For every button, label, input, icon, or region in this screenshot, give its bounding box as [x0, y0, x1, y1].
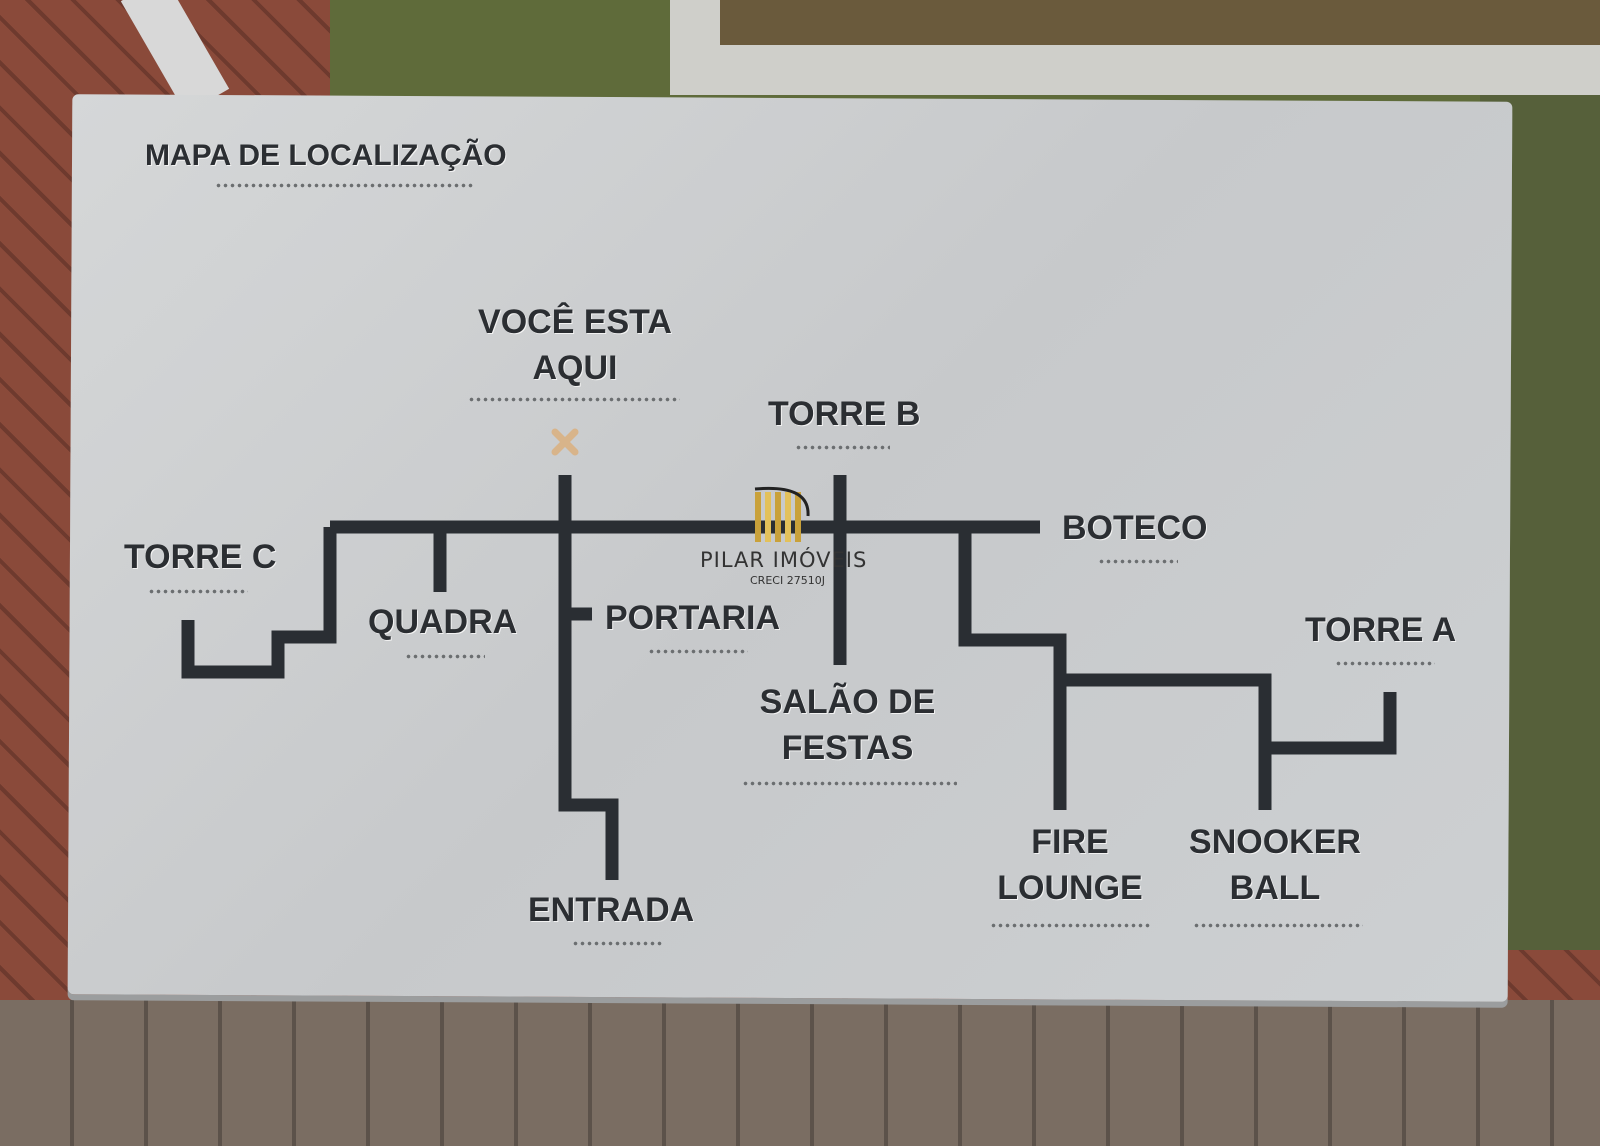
watermark-logo-icon — [754, 486, 810, 542]
watermark-name: PILAR IMÓVEIS — [700, 548, 868, 572]
braille — [405, 653, 485, 661]
braille — [990, 922, 1150, 930]
label-fire-lounge: FIRE LOUNGE — [997, 823, 1143, 907]
path-snooker — [1060, 673, 1272, 810]
label-entrada: ENTRADA — [528, 891, 695, 929]
braille — [215, 182, 475, 190]
path-torre-a — [1265, 692, 1397, 755]
braille — [468, 396, 680, 404]
braille — [648, 648, 748, 656]
label-boteco: BOTECO — [1062, 509, 1208, 547]
label-torre-a: TORRE A — [1305, 611, 1457, 649]
map-title: MAPA DE LOCALIZAÇÃO — [145, 139, 507, 172]
path-torre-c — [181, 527, 337, 679]
pavement — [0, 1000, 1600, 1146]
label-quadra: QUADRA — [368, 603, 518, 641]
path-entrada — [558, 475, 619, 880]
path-fire-lounge — [958, 533, 1067, 810]
braille — [1193, 922, 1363, 930]
label-snooker-ball: SNOOKER BALL — [1189, 823, 1361, 907]
watermark-creci: CRECI 27510J — [750, 574, 825, 587]
label-torre-c: TORRE C — [124, 538, 277, 576]
label-portaria: PORTARIA — [605, 599, 781, 637]
planter — [720, 0, 1600, 45]
label-salao-de-festas: SALÃO DE FESTAS — [759, 683, 936, 767]
braille — [1335, 660, 1435, 668]
braille — [795, 444, 890, 452]
you-are-here-marker — [551, 428, 579, 456]
braille — [572, 940, 662, 948]
braille — [742, 780, 957, 788]
you-are-here-label: VOCÊ ESTA AQUI — [478, 303, 672, 387]
braille — [148, 588, 248, 596]
braille — [1098, 558, 1178, 566]
label-torre-b: TORRE B — [768, 395, 921, 433]
